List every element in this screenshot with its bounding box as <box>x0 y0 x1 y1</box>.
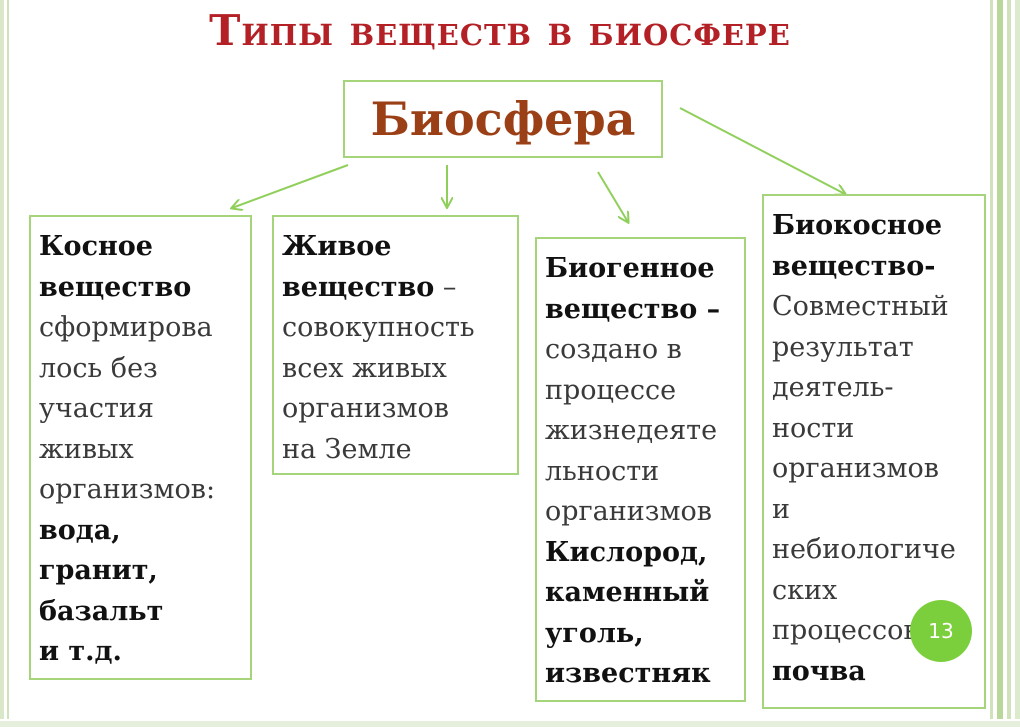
box-text-line: процессов: <box>772 611 976 652</box>
root-node-biosphere: Биосфера <box>343 80 663 158</box>
box-text-line: Биогенное <box>545 249 736 290</box>
bold-text: Живое <box>282 231 392 262</box>
bold-text: базальт <box>39 595 164 627</box>
bold-text: Кислород, <box>545 536 708 568</box>
box-text-line: небиологиче <box>772 530 976 571</box>
box-text-line: уголь, <box>545 614 736 655</box>
box-text-line: живых <box>39 430 242 471</box>
box-text-line: лось без <box>39 349 242 390</box>
box-text-line: жизнедеяте <box>545 411 736 452</box>
bold-text: вода, <box>39 514 121 546</box>
bold-text: известняк <box>545 658 711 689</box>
bold-text: гранит, <box>39 555 158 586</box>
bold-text: и т.д. <box>39 636 122 667</box>
box-text-line: и <box>772 490 976 531</box>
right-border-decoration <box>986 0 1020 727</box>
bold-text: вещество <box>39 271 192 303</box>
text-suffix: – <box>434 271 457 303</box>
box-text-line: Живое <box>282 227 509 268</box>
box-text-line: организмов: <box>39 470 242 511</box>
box-text-line: участия <box>39 389 242 430</box>
box-text-line: и т.д. <box>39 632 242 673</box>
text: деятель- <box>772 372 894 403</box>
text: процессе <box>545 374 677 406</box>
text: небиологиче <box>772 534 956 565</box>
box-text-line: базальт <box>39 592 242 633</box>
arrow-to-biogenic <box>597 171 628 222</box>
text: жизнедеяте <box>545 415 718 446</box>
slide-title: Типы веществ в биосфере <box>209 6 791 55</box>
inert-substance-box: Косное вещество сформирова лось без участия ж… <box>29 215 252 680</box>
box-text-line: совокупность <box>282 308 509 349</box>
bold-text: вещество – <box>545 293 721 325</box>
text: на Земле <box>282 433 412 465</box>
box-text-line: вещество – <box>545 290 736 331</box>
box-text-line: сформирова <box>39 308 242 349</box>
text: процессов: <box>772 615 928 646</box>
box-text-line: каменный <box>545 573 736 614</box>
text: и <box>772 493 790 525</box>
text: Совместный <box>772 291 949 322</box>
text: результат <box>772 331 914 363</box>
bold-text: почва <box>772 655 866 687</box>
text: сформирова <box>39 312 213 343</box>
box-text-line: вещество- <box>772 247 976 288</box>
page-number-badge: 13 <box>910 600 972 662</box>
box-text-line: организмов <box>282 389 509 430</box>
arrow-to-inert <box>232 164 349 208</box>
text: создано в <box>545 334 682 365</box>
box-text-line: Кислород, <box>545 533 736 574</box>
left-border-decoration <box>0 0 12 727</box>
box-text-line: льности <box>545 452 736 493</box>
box-text-line: ности <box>772 409 976 450</box>
text: организмов: <box>39 474 216 505</box>
box-text-line: на Земле <box>282 430 509 471</box>
text: ности <box>772 412 855 444</box>
arrow-to-bioinert <box>679 107 845 194</box>
box-text-line: Косное <box>39 227 242 268</box>
box-text-line: вещество <box>39 268 242 309</box>
box-text-line: всех живых <box>282 349 509 390</box>
box-text-line: Совместный <box>772 287 976 328</box>
text: живых <box>39 433 134 465</box>
box-text-line: ских <box>772 571 976 612</box>
bold-text: уголь, <box>545 617 644 649</box>
box-text-line: известняк <box>545 654 736 695</box>
bold-text: Биогенное <box>545 253 715 284</box>
box-text-line: создано в <box>545 330 736 371</box>
text: всех живых <box>282 352 447 384</box>
text: лось без <box>39 352 158 384</box>
bold-text: вещество- <box>772 250 936 282</box>
box-text-line: результат <box>772 328 976 369</box>
text: участия <box>39 393 154 424</box>
box-text-line: Биокосное <box>772 206 976 247</box>
box-text-line: организмов <box>545 492 736 533</box>
biogenic-substance-box: Биогенное вещество – создано в процессе жизн… <box>535 237 746 702</box>
bold-text: вещество <box>282 271 435 303</box>
bold-text: Косное <box>39 231 153 262</box>
box-text-line: деятель- <box>772 368 976 409</box>
box-text-line: вещество – <box>282 268 509 309</box>
bioinert-substance-box: Биокосное вещество- Совместный результат дея… <box>762 194 986 709</box>
box-text-line: процессе <box>545 371 736 412</box>
box-text-line: почва <box>772 652 976 693</box>
bold-text: Биокосное <box>772 210 943 241</box>
text: организмов <box>545 496 712 527</box>
text: совокупность <box>282 312 475 343</box>
text: ских <box>772 574 838 606</box>
box-text-line: вода, <box>39 511 242 552</box>
text: организмов <box>282 393 449 424</box>
box-text-line: гранит, <box>39 551 242 592</box>
text: льности <box>545 455 660 487</box>
text: организмов <box>772 453 939 484</box>
bottom-border-decoration <box>0 719 1020 727</box>
bold-text: каменный <box>545 577 710 608</box>
box-text-line: организмов <box>772 449 976 490</box>
